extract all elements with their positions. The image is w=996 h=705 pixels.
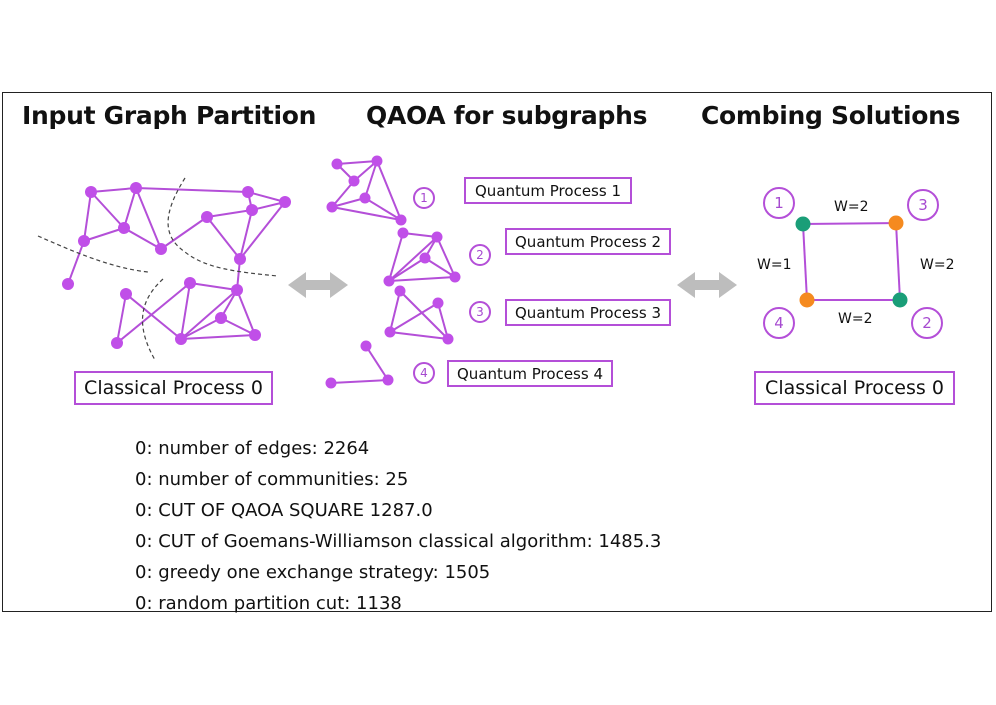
partition-lines — [37, 177, 279, 361]
heading-qaoa-for-subgraphs: QAOA for subgraphs — [366, 101, 648, 130]
weight-label-left: W=1 — [757, 257, 792, 273]
stat-line-qaoa-cut: 0: CUT OF QAOA SQUARE 1287.0 — [135, 500, 433, 521]
qp-index-circle-3: 3 — [469, 301, 491, 323]
subgraph-1 — [331, 160, 402, 221]
input-graph — [67, 187, 286, 344]
heading-combining-solutions: Combing Solutions — [701, 101, 961, 130]
weight-label-top: W=2 — [834, 199, 869, 215]
quantum-process-3-box: Quantum Process 3 — [505, 299, 671, 326]
weight-label-bottom: W=2 — [838, 311, 873, 327]
node-1-teal — [795, 216, 811, 232]
quantum-process-2-box: Quantum Process 2 — [505, 228, 671, 255]
stat-line-goemans-williamson: 0: CUT of Goemans-Williamson classical a… — [135, 531, 662, 552]
diagram-frame — [2, 92, 992, 612]
node-2-teal — [892, 292, 908, 308]
quantum-process-4-box: Quantum Process 4 — [447, 360, 613, 387]
classical-process-right-box: Classical Process 0 — [754, 371, 955, 405]
combined-node-label-3: 3 — [907, 189, 939, 221]
stat-line-edges: 0: number of edges: 2264 — [135, 438, 370, 459]
qp-index-circle-4: 4 — [413, 362, 435, 384]
input-graph-nodes — [62, 182, 291, 349]
qp-index-circle-2: 2 — [469, 244, 491, 266]
combined-node-label-1: 1 — [763, 187, 795, 219]
subgraph-2 — [388, 232, 456, 282]
qp-index-circle-1: 1 — [413, 187, 435, 209]
stat-line-random: 0: random partition cut: 1138 — [135, 593, 402, 614]
double-arrow-right — [677, 272, 737, 298]
weight-label-right: W=2 — [920, 257, 955, 273]
heading-input-graph-partition: Input Graph Partition — [22, 101, 317, 130]
combined-square — [802, 222, 901, 301]
node-4-orange — [799, 292, 815, 308]
stat-line-communities: 0: number of communities: 25 — [135, 469, 409, 490]
node-3-orange — [888, 215, 904, 231]
stat-line-greedy: 0: greedy one exchange strategy: 1505 — [135, 562, 491, 583]
subgraph-3 — [389, 290, 449, 340]
combined-node-label-2: 2 — [911, 307, 943, 339]
combined-node-label-4: 4 — [763, 307, 795, 339]
results-list: 0: number of edges: 2264 0: number of co… — [135, 433, 661, 619]
double-arrow-left — [288, 272, 348, 298]
quantum-process-1-box: Quantum Process 1 — [464, 177, 632, 204]
classical-process-left-box: Classical Process 0 — [74, 371, 273, 405]
subgraph-4 — [330, 345, 389, 384]
